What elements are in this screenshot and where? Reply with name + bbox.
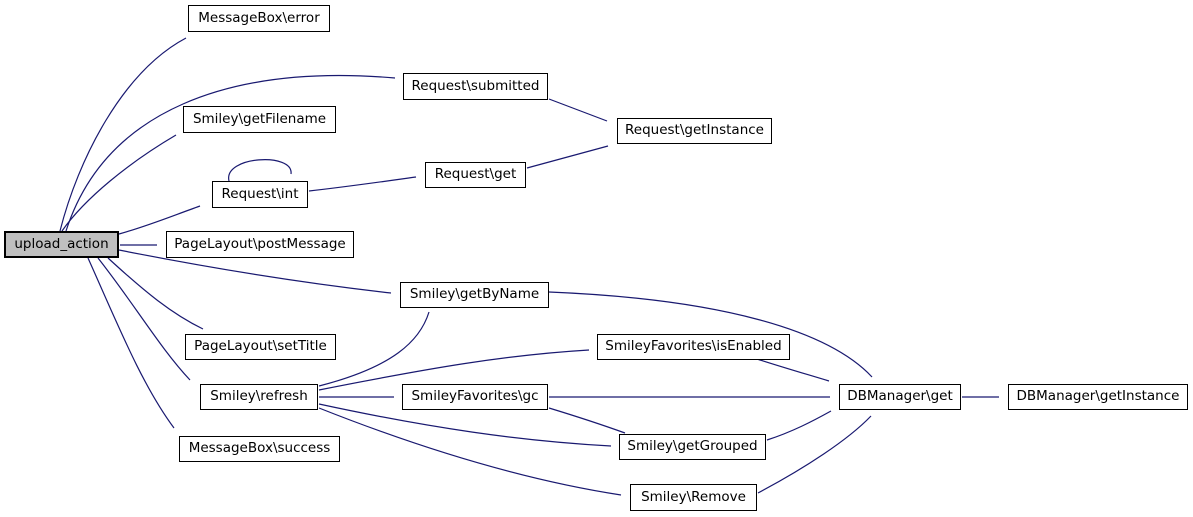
node-smiley-refresh[interactable]: Smiley\refresh xyxy=(200,384,318,410)
node-request-int[interactable]: Request\int xyxy=(212,181,308,208)
node-label-smileyfavorites-gc: SmileyFavorites\gc xyxy=(411,388,539,405)
edge-upload-action-to-pagelayout-settitle xyxy=(107,257,204,330)
node-messagebox-error[interactable]: MessageBox\error xyxy=(188,5,330,32)
edge-smiley-refresh-to-smileyfavorites-isenabled xyxy=(318,349,590,391)
edge-upload-action-to-request-submitted xyxy=(65,75,396,232)
node-smiley-getbyname[interactable]: Smiley\getByName xyxy=(400,282,549,308)
node-label-upload-action: upload_action xyxy=(14,235,109,252)
node-label-smiley-refresh: Smiley\refresh xyxy=(210,388,308,405)
node-label-smiley-getbyname: Smiley\getByName xyxy=(409,286,540,303)
node-smiley-getgrouped[interactable]: Smiley\getGrouped xyxy=(619,434,766,460)
edge-upload-action-to-smiley-getbyname xyxy=(118,249,392,294)
edge-smiley-getgrouped-to-dbmanager-get xyxy=(766,410,832,441)
node-request-submitted[interactable]: Request\submitted xyxy=(403,73,548,100)
node-label-smiley-getfilename: Smiley\getFilename xyxy=(192,110,327,127)
node-smiley-getfilename[interactable]: Smiley\getFilename xyxy=(183,106,336,133)
node-smileyfavorites-gc[interactable]: SmileyFavorites\gc xyxy=(402,384,548,410)
node-label-messagebox-success: MessageBox\success xyxy=(188,440,331,457)
edge-upload-action-to-request-int xyxy=(118,205,201,235)
edge-request-get-to-request-getinstance xyxy=(526,145,609,169)
node-pagelayout-postmessage[interactable]: PageLayout\postMessage xyxy=(166,231,354,258)
node-label-smiley-remove: Smiley\Remove xyxy=(641,488,746,505)
edge-upload-action-to-messagebox-success xyxy=(87,257,175,429)
edge-request-int-to-request-int xyxy=(228,159,292,182)
node-label-smiley-getgrouped: Smiley\getGrouped xyxy=(627,438,758,455)
node-dbmanager-get[interactable]: DBManager\get xyxy=(839,384,961,410)
node-label-request-get: Request\get xyxy=(434,166,517,183)
edge-smiley-remove-to-dbmanager-get xyxy=(757,415,872,494)
edge-upload-action-to-messagebox-error xyxy=(59,37,187,232)
edge-smiley-refresh-to-smiley-getbyname xyxy=(318,311,430,387)
node-pagelayout-settitle[interactable]: PageLayout\setTitle xyxy=(185,334,336,360)
node-label-messagebox-error: MessageBox\error xyxy=(198,9,320,26)
edge-request-submitted-to-request-getinstance xyxy=(548,98,608,122)
edge-smileyfavorites-isenabled-to-dbmanager-get xyxy=(756,358,830,382)
edge-upload-action-to-smiley-refresh xyxy=(97,257,191,381)
node-label-request-getinstance: Request\getInstance xyxy=(625,122,764,139)
node-upload-action: upload_action xyxy=(4,231,119,258)
node-request-getinstance[interactable]: Request\getInstance xyxy=(617,118,772,144)
edge-upload-action-to-smiley-getfilename xyxy=(61,134,177,232)
node-label-dbmanager-getinstance: DBManager\getInstance xyxy=(1016,388,1180,405)
edge-smiley-refresh-to-smiley-remove xyxy=(318,407,622,496)
node-messagebox-success[interactable]: MessageBox\success xyxy=(179,436,340,462)
node-smileyfavorites-isenabled[interactable]: SmileyFavorites\isEnabled xyxy=(597,334,790,360)
node-label-pagelayout-postmessage: PageLayout\postMessage xyxy=(174,235,346,252)
edge-smiley-getbyname-to-dbmanager-get xyxy=(548,291,873,378)
node-request-get[interactable]: Request\get xyxy=(425,162,526,188)
edge-smileyfavorites-gc-to-smiley-getgrouped xyxy=(548,407,626,434)
edge-smiley-refresh-to-smiley-getgrouped xyxy=(318,403,612,447)
node-label-smileyfavorites-isenabled: SmileyFavorites\isEnabled xyxy=(605,338,782,355)
node-label-pagelayout-settitle: PageLayout\setTitle xyxy=(194,338,327,355)
node-smiley-remove[interactable]: Smiley\Remove xyxy=(630,484,757,511)
node-label-request-submitted: Request\submitted xyxy=(411,77,540,94)
edge-request-int-to-request-get xyxy=(308,176,417,192)
node-label-request-int: Request\int xyxy=(221,185,299,202)
node-label-dbmanager-get: DBManager\get xyxy=(847,388,953,405)
node-dbmanager-getinstance[interactable]: DBManager\getInstance xyxy=(1008,384,1188,410)
